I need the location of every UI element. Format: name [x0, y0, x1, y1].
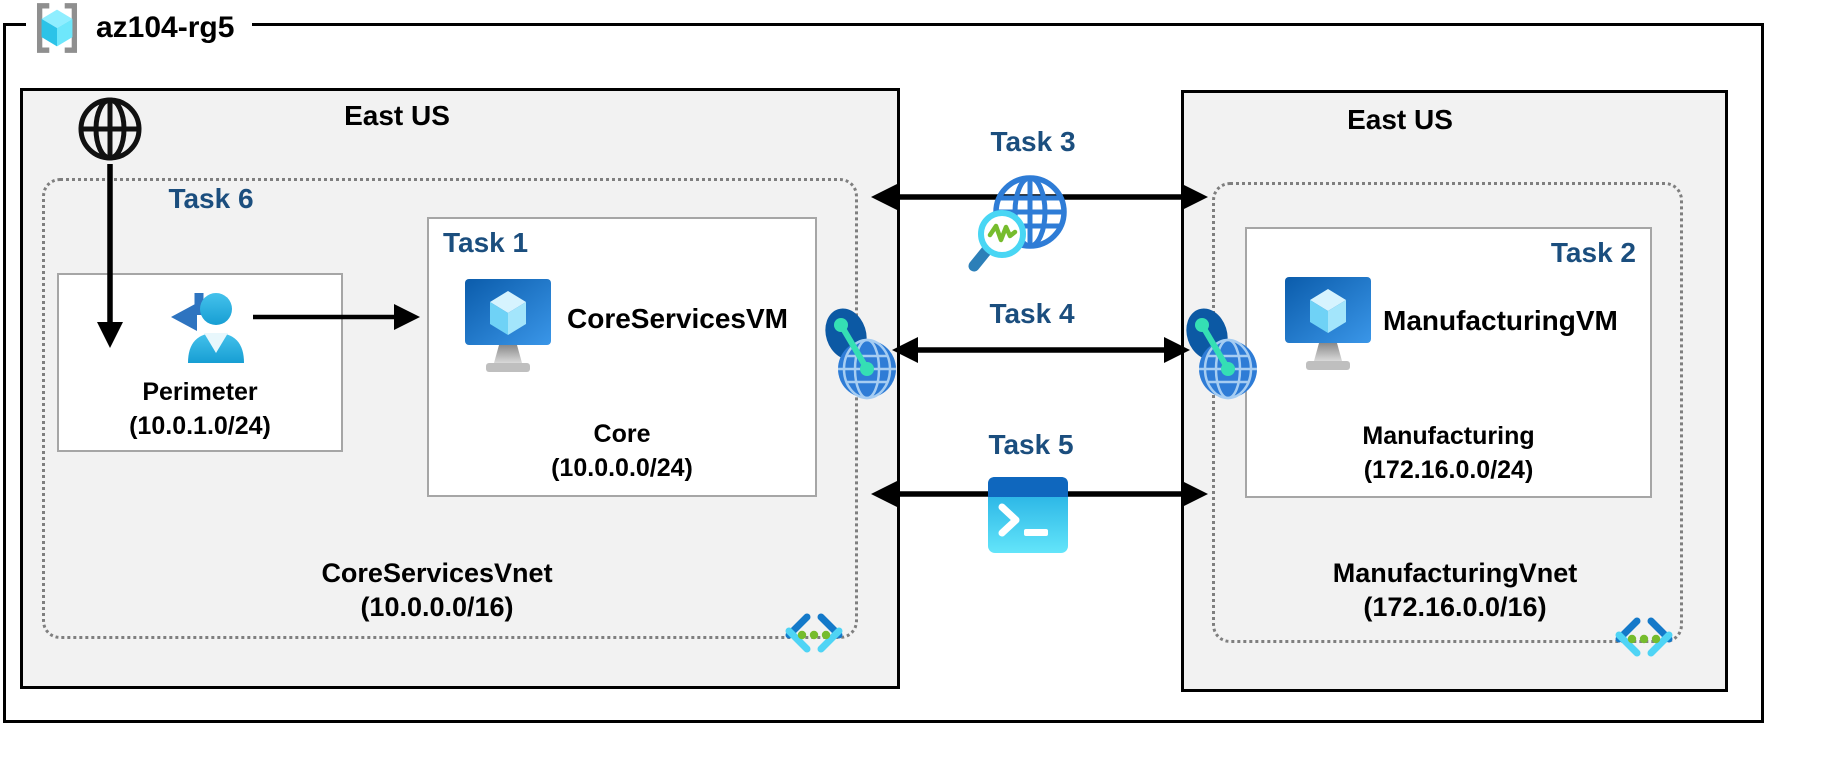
- resource-group-label: az104-rg5: [26, 0, 253, 56]
- region-title-right: East US: [1347, 104, 1453, 135]
- perimeter-subnet-cidr: (10.0.1.0/24): [129, 412, 271, 440]
- core-subnet-box: Task 1 CoreServicesVM Core (10.0.0.0/24): [427, 217, 817, 497]
- core-subnet-name: Core: [593, 420, 651, 448]
- task5-label: Task 5: [988, 429, 1074, 460]
- core-subnet-cidr: (10.0.0.0/24): [551, 454, 693, 482]
- internet-globe-icon: [78, 97, 142, 161]
- virtual-network-icon: [785, 613, 843, 653]
- resource-group-name: az104-rg5: [96, 11, 235, 44]
- manufacturing-vnet-label: ManufacturingVnet (172.16.0.0/16): [1333, 556, 1578, 624]
- resource-group-boundary: [3, 23, 1764, 723]
- task4-label: Task 4: [989, 298, 1075, 329]
- perimeter-subnet-name: Perimeter: [142, 378, 258, 406]
- coreservices-vnet-name: CoreServicesVnet: [321, 558, 553, 588]
- task1-label: Task 1: [443, 227, 529, 258]
- manufacturing-vnet-name: ManufacturingVnet: [1332, 558, 1578, 588]
- perimeter-subnet-label: Perimeter (10.0.1.0/24): [59, 375, 341, 443]
- virtual-machine-icon: [1285, 277, 1371, 370]
- coreservices-vnet-label: CoreServicesVnet (10.0.0.0/16): [321, 556, 552, 624]
- manufacturing-vm-name: ManufacturingVM: [1383, 305, 1618, 336]
- region-title-left: East US: [344, 100, 450, 131]
- task3-label: Task 3: [990, 126, 1076, 157]
- user-sign-in-icon: [171, 293, 244, 363]
- perimeter-subnet-box: Perimeter (10.0.1.0/24): [57, 273, 343, 452]
- cloud-shell-icon: [988, 477, 1068, 553]
- virtual-network-icon: [1615, 617, 1673, 657]
- core-subnet-label: Core (10.0.0.0/24): [429, 417, 815, 485]
- manufacturing-subnet-label: Manufacturing (172.16.0.0/24): [1247, 419, 1650, 487]
- manufacturing-subnet-cidr: (172.16.0.0/24): [1363, 456, 1534, 484]
- core-vm-name: CoreServicesVM: [567, 303, 789, 334]
- task2-label: Task 2: [1550, 237, 1636, 268]
- coreservices-vnet-cidr: (10.0.0.0/16): [360, 592, 514, 622]
- task6-label: Task 6: [168, 183, 254, 214]
- manufacturing-subnet-name: Manufacturing: [1362, 422, 1535, 450]
- manufacturing-subnet-box: Task 2 ManufacturingVM Manufacturing (17…: [1245, 227, 1652, 498]
- vnet-peering-icon: [825, 308, 896, 400]
- manufacturing-vnet-cidr: (172.16.0.0/16): [1363, 592, 1547, 622]
- vnet-boundary-coreservices: [42, 178, 858, 639]
- virtual-machine-icon: [465, 279, 551, 372]
- vnet-boundary-manufacturing: [1212, 182, 1683, 643]
- resource-group-icon: [36, 3, 78, 53]
- network-watcher-icon: [968, 175, 1067, 272]
- vnet-peering-icon: [1186, 308, 1257, 400]
